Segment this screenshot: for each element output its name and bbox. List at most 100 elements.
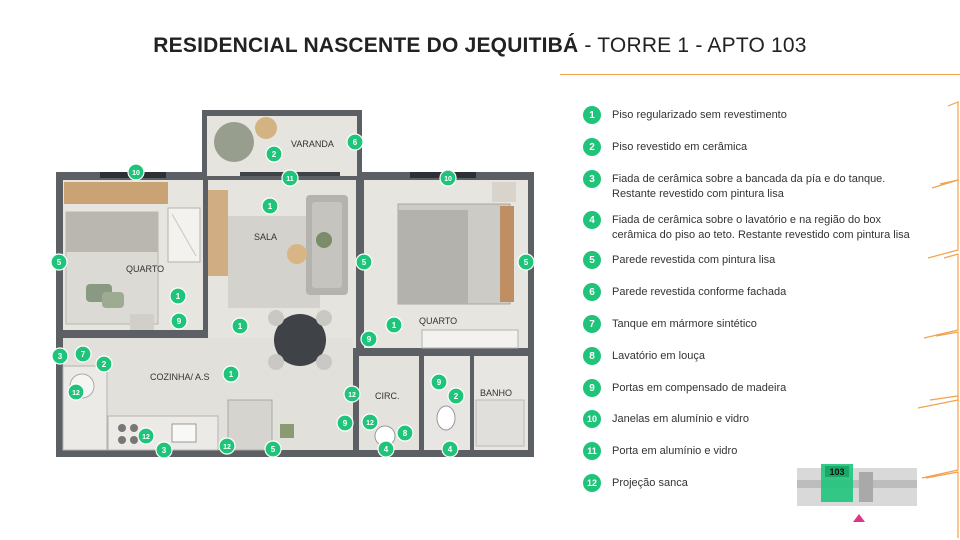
plan-marker-label: 9	[343, 419, 348, 428]
legend-text: Fiada de cerâmica sobre o lavatório e na…	[612, 214, 910, 241]
plan-marker-9	[360, 330, 378, 348]
plan-marker-label: 5	[271, 445, 276, 454]
key-plan-block	[859, 472, 873, 502]
legend-number: 4	[583, 211, 601, 229]
legend-number: 8	[583, 347, 601, 365]
plan-marker-8	[396, 424, 414, 442]
nightstand	[492, 182, 516, 202]
plan-marker-9	[170, 312, 188, 330]
plan-marker-6	[346, 133, 364, 151]
plan-marker-7	[74, 345, 92, 363]
desk	[64, 182, 168, 204]
title-underline	[560, 74, 960, 75]
plan-marker-3	[51, 347, 69, 365]
plan-marker-label: 1	[229, 370, 234, 379]
room-label-varanda: VARANDA	[291, 139, 334, 149]
plan-marker-label: 4	[448, 445, 453, 454]
headboard	[500, 206, 514, 302]
plan-marker-label: 2	[102, 360, 107, 369]
plan-marker-label: 2	[454, 392, 459, 401]
legend-number: 2	[583, 138, 601, 156]
key-plan: 103	[797, 464, 917, 522]
chair	[316, 310, 332, 326]
plan-marker-5	[355, 253, 373, 271]
legend-item-9: 9 Portas em compensado de madeira	[583, 379, 787, 397]
dining-table	[274, 314, 326, 366]
plan-marker-9	[336, 414, 354, 432]
legend-text: Janelas em alumínio e vidro	[612, 413, 749, 425]
varanda-chair	[255, 117, 277, 139]
stove-burner	[118, 424, 126, 432]
plan-marker-1	[231, 317, 249, 335]
tv-unit	[208, 190, 228, 276]
bed-left-blanket	[66, 212, 158, 252]
plan-marker-label: 1	[238, 322, 243, 331]
plan-marker-2	[447, 387, 465, 405]
plan-marker-label: 1	[176, 292, 181, 301]
plan-marker-1	[169, 287, 187, 305]
legend-text: Projeção sanca	[612, 477, 688, 489]
bed-right-blanket	[398, 210, 468, 304]
room-label-sala: SALA	[254, 232, 277, 242]
stove-burner	[130, 424, 138, 432]
plan-marker-label: 12	[72, 390, 80, 397]
plan-marker-1	[261, 197, 279, 215]
kitchen-plant	[280, 424, 294, 438]
legend-number: 12	[583, 474, 601, 492]
plan-marker-label: 10	[132, 170, 140, 177]
plan-marker-12	[218, 437, 236, 455]
wall	[203, 180, 208, 330]
legend-text: Piso regularizado sem revestimento	[612, 109, 787, 121]
legend-item-7: 7 Tanque em mármore sintético	[583, 315, 757, 333]
plan-marker-3	[155, 441, 173, 459]
chair	[268, 310, 284, 326]
plan-marker-label: 12	[142, 434, 150, 441]
plan-marker-label: 5	[524, 258, 529, 267]
side-table	[287, 244, 307, 264]
plan-marker-2	[95, 355, 113, 373]
plan-marker-label: 1	[268, 202, 273, 211]
wardrobe-right	[421, 329, 519, 349]
plan-marker-label: 9	[437, 378, 442, 387]
legend-number: 9	[583, 379, 601, 397]
legend-text: Tanque em mármore sintético	[612, 318, 757, 330]
sala-plant	[316, 232, 332, 248]
legend-number: 10	[583, 410, 601, 428]
legend-text: Parede revestida com pintura lisa	[612, 254, 776, 266]
key-plan-unit-label-bg	[825, 466, 849, 477]
wall	[470, 356, 474, 450]
title-building: RESIDENCIAL NASCENTE DO JEQUITIBÁ	[153, 34, 579, 57]
decorative-frames	[917, 101, 959, 538]
plan-marker-4	[441, 440, 459, 458]
legend-text: Fiada de cerâmica sobre a bancada da pía…	[612, 173, 886, 200]
pillow	[102, 292, 124, 308]
plan-marker-5	[264, 440, 282, 458]
plan-marker-label: 5	[57, 258, 62, 267]
floor-plan: VARANDA SALA QUARTO QUARTO COZINHA/ A.S …	[50, 110, 535, 459]
plan-marker-5	[517, 253, 535, 271]
plan-marker-label: 6	[353, 138, 358, 147]
chair	[268, 354, 284, 370]
entrance-arrow-icon	[853, 514, 865, 522]
plan-marker-label: 5	[362, 258, 367, 267]
kitchen-sink	[171, 423, 197, 443]
legend-text: Portas em compensado de madeira	[612, 382, 787, 394]
plan-marker-label: 9	[177, 317, 182, 326]
plan-marker-label: 7	[81, 350, 86, 359]
fridge	[227, 399, 273, 451]
legend-item-10: 10 Janelas em alumínio e vidro	[583, 410, 749, 428]
nightstand	[130, 314, 154, 330]
legend-number: 7	[583, 315, 601, 333]
plan-marker-12	[137, 427, 155, 445]
legend-number: 6	[583, 283, 601, 301]
plan-marker-label: 10	[444, 176, 452, 183]
plan-marker-12	[67, 383, 85, 401]
plan-marker-label: 12	[223, 444, 231, 451]
wall	[419, 356, 424, 450]
